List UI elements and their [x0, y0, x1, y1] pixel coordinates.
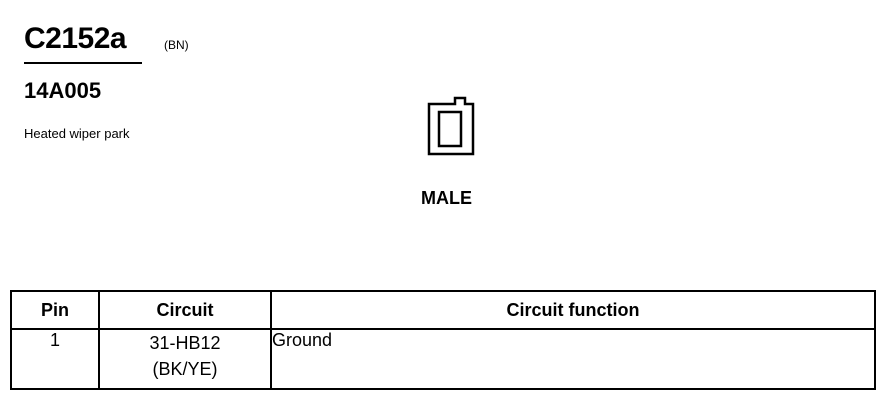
connector-gender-label: MALE: [421, 188, 472, 208]
header-circuit: Circuit: [98, 290, 272, 330]
circuit-cell: 31-HB12 (BK/YE): [98, 328, 272, 390]
connector-description: Heated wiper park: [24, 126, 130, 141]
connector-color-code: (BN): [164, 38, 189, 52]
connector-id: C2152a: [24, 22, 127, 55]
pin-table: Pin Circuit Circuit function 1 31-HB12 (…: [10, 290, 876, 390]
circuit-number: 31-HB12: [149, 333, 221, 353]
part-number: 14A005: [24, 78, 102, 103]
table-row: 1 31-HB12 (BK/YE) Ground: [10, 328, 876, 390]
header-circuit-function: Circuit function: [270, 290, 876, 330]
circuit-function: Ground: [270, 328, 876, 390]
header-pin: Pin: [10, 290, 100, 330]
connector-face-icon: [427, 96, 475, 156]
pin-number: 1: [10, 328, 100, 390]
title-underline: [24, 62, 142, 64]
wire-color: (BK/YE): [152, 359, 218, 379]
pin-table-header-row: Pin Circuit Circuit function: [10, 290, 876, 330]
